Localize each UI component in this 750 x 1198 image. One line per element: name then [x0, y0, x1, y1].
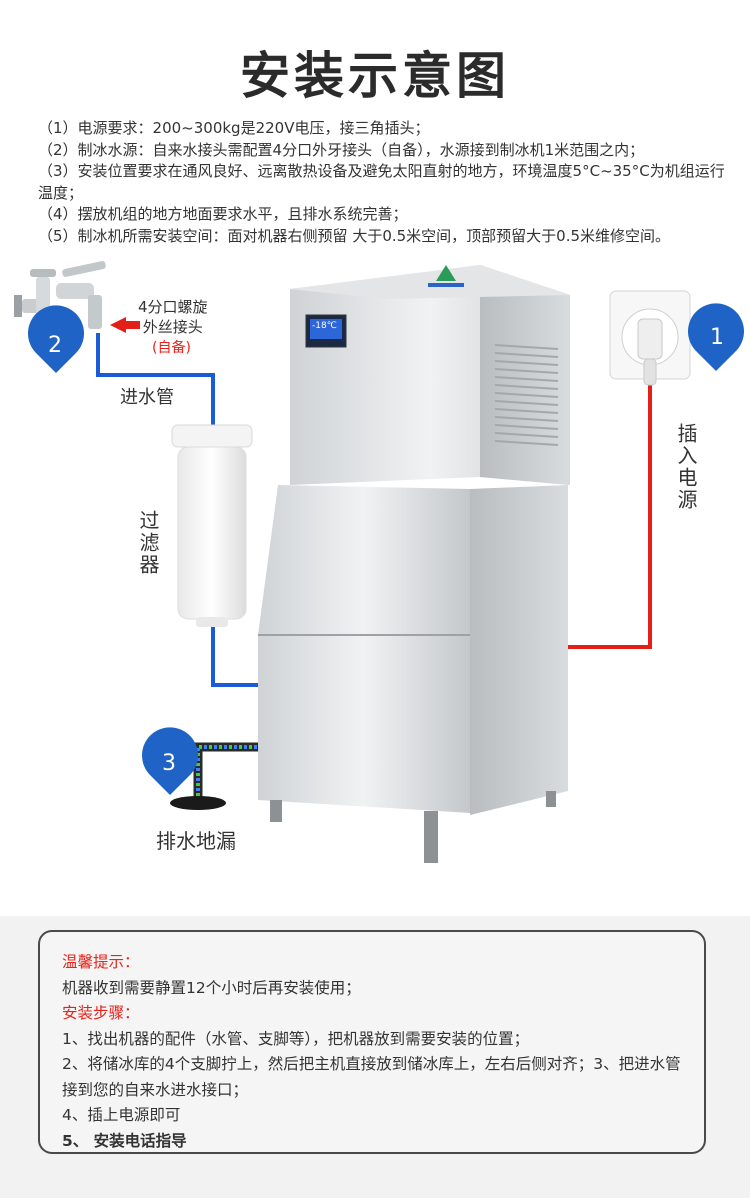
power-label: 插入电源 [674, 423, 698, 511]
diagram-graphic [14, 261, 744, 863]
step-item: 4、插上电源即可 [62, 1106, 181, 1124]
marker-1-icon [688, 303, 744, 371]
tip-heading: 温馨提示： [62, 953, 140, 971]
requirement-item: （3）安装位置要求在通风良好、远离散热设备及避免太阳直射的地方，环境温度5°C~… [38, 162, 725, 202]
filter-icon [171, 424, 253, 627]
step-item: 2、将储冰库的4个支脚拧上，然后把主机直接放到储冰库上，左右后侧对齐；3、把进水… [62, 1055, 681, 1099]
connector-label-line1: 4分口螺旋 [138, 298, 208, 316]
power-line [568, 383, 652, 649]
drain-line [193, 742, 262, 800]
inlet-water-line [96, 333, 215, 430]
page-title: 安装示意图 [240, 47, 510, 105]
step-item: 5、 安装电话指导 [62, 1131, 187, 1150]
faucet-icon [14, 261, 106, 333]
marker-2-icon [28, 305, 84, 373]
connector-label: 4分口螺旋 外丝接头 [138, 297, 208, 337]
step-item: 1、找出机器的配件（水管、支脚等），把机器放到需要安装的位置； [62, 1029, 530, 1048]
filter-to-machine-line [211, 625, 260, 687]
brand-logo [436, 265, 456, 281]
drain-label: 排水地漏 [156, 829, 236, 853]
installation-diagram: 2 1 3 -18℃ 4分口螺旋 外丝接头 (自备) 进水管 过滤器 插入电源 … [0, 255, 750, 905]
requirement-item: （5）制冰机所需安装空间：面对机器右侧预留 大于0.5米空间，顶部预留大于0.5… [38, 226, 671, 245]
requirement-item: （1）电源要求：200~300kg是220V电压，接三角插头； [38, 119, 430, 137]
notice-box: 温馨提示： 机器收到需要静置12个小时后再安装使用； 安装步骤： 1、找出机器的… [38, 930, 706, 1154]
drain-icon [170, 796, 226, 810]
display-readout: -18℃ [312, 321, 337, 331]
marker-3-icon [142, 727, 198, 795]
marker-2-number: 2 [48, 333, 62, 358]
marker-3-number: 3 [162, 751, 176, 776]
requirement-item: （4）摆放机组的地方地面要求水平，且排水系统完善； [38, 205, 408, 223]
inlet-pipe-label: 进水管 [120, 387, 174, 408]
ice-machine [258, 265, 570, 863]
connector-label-line2: 外丝接头 [142, 318, 203, 336]
marker-1-number: 1 [710, 325, 724, 350]
connector-note: (自备) [152, 340, 191, 356]
steps-heading: 安装步骤： [62, 1004, 140, 1022]
arrow-icon [110, 317, 140, 333]
requirement-item: （2）制冰水源：自来水接头需配置4分口外牙接头（自备），水源接到制冰机1米范围之… [38, 140, 645, 159]
filter-label: 过滤器 [136, 510, 160, 576]
requirements-list: （1）电源要求：200~300kg是220V电压，接三角插头； （2）制冰水源：… [38, 118, 728, 247]
tip-text: 机器收到需要静置12个小时后再安装使用； [62, 978, 361, 997]
socket-icon [609, 290, 691, 386]
